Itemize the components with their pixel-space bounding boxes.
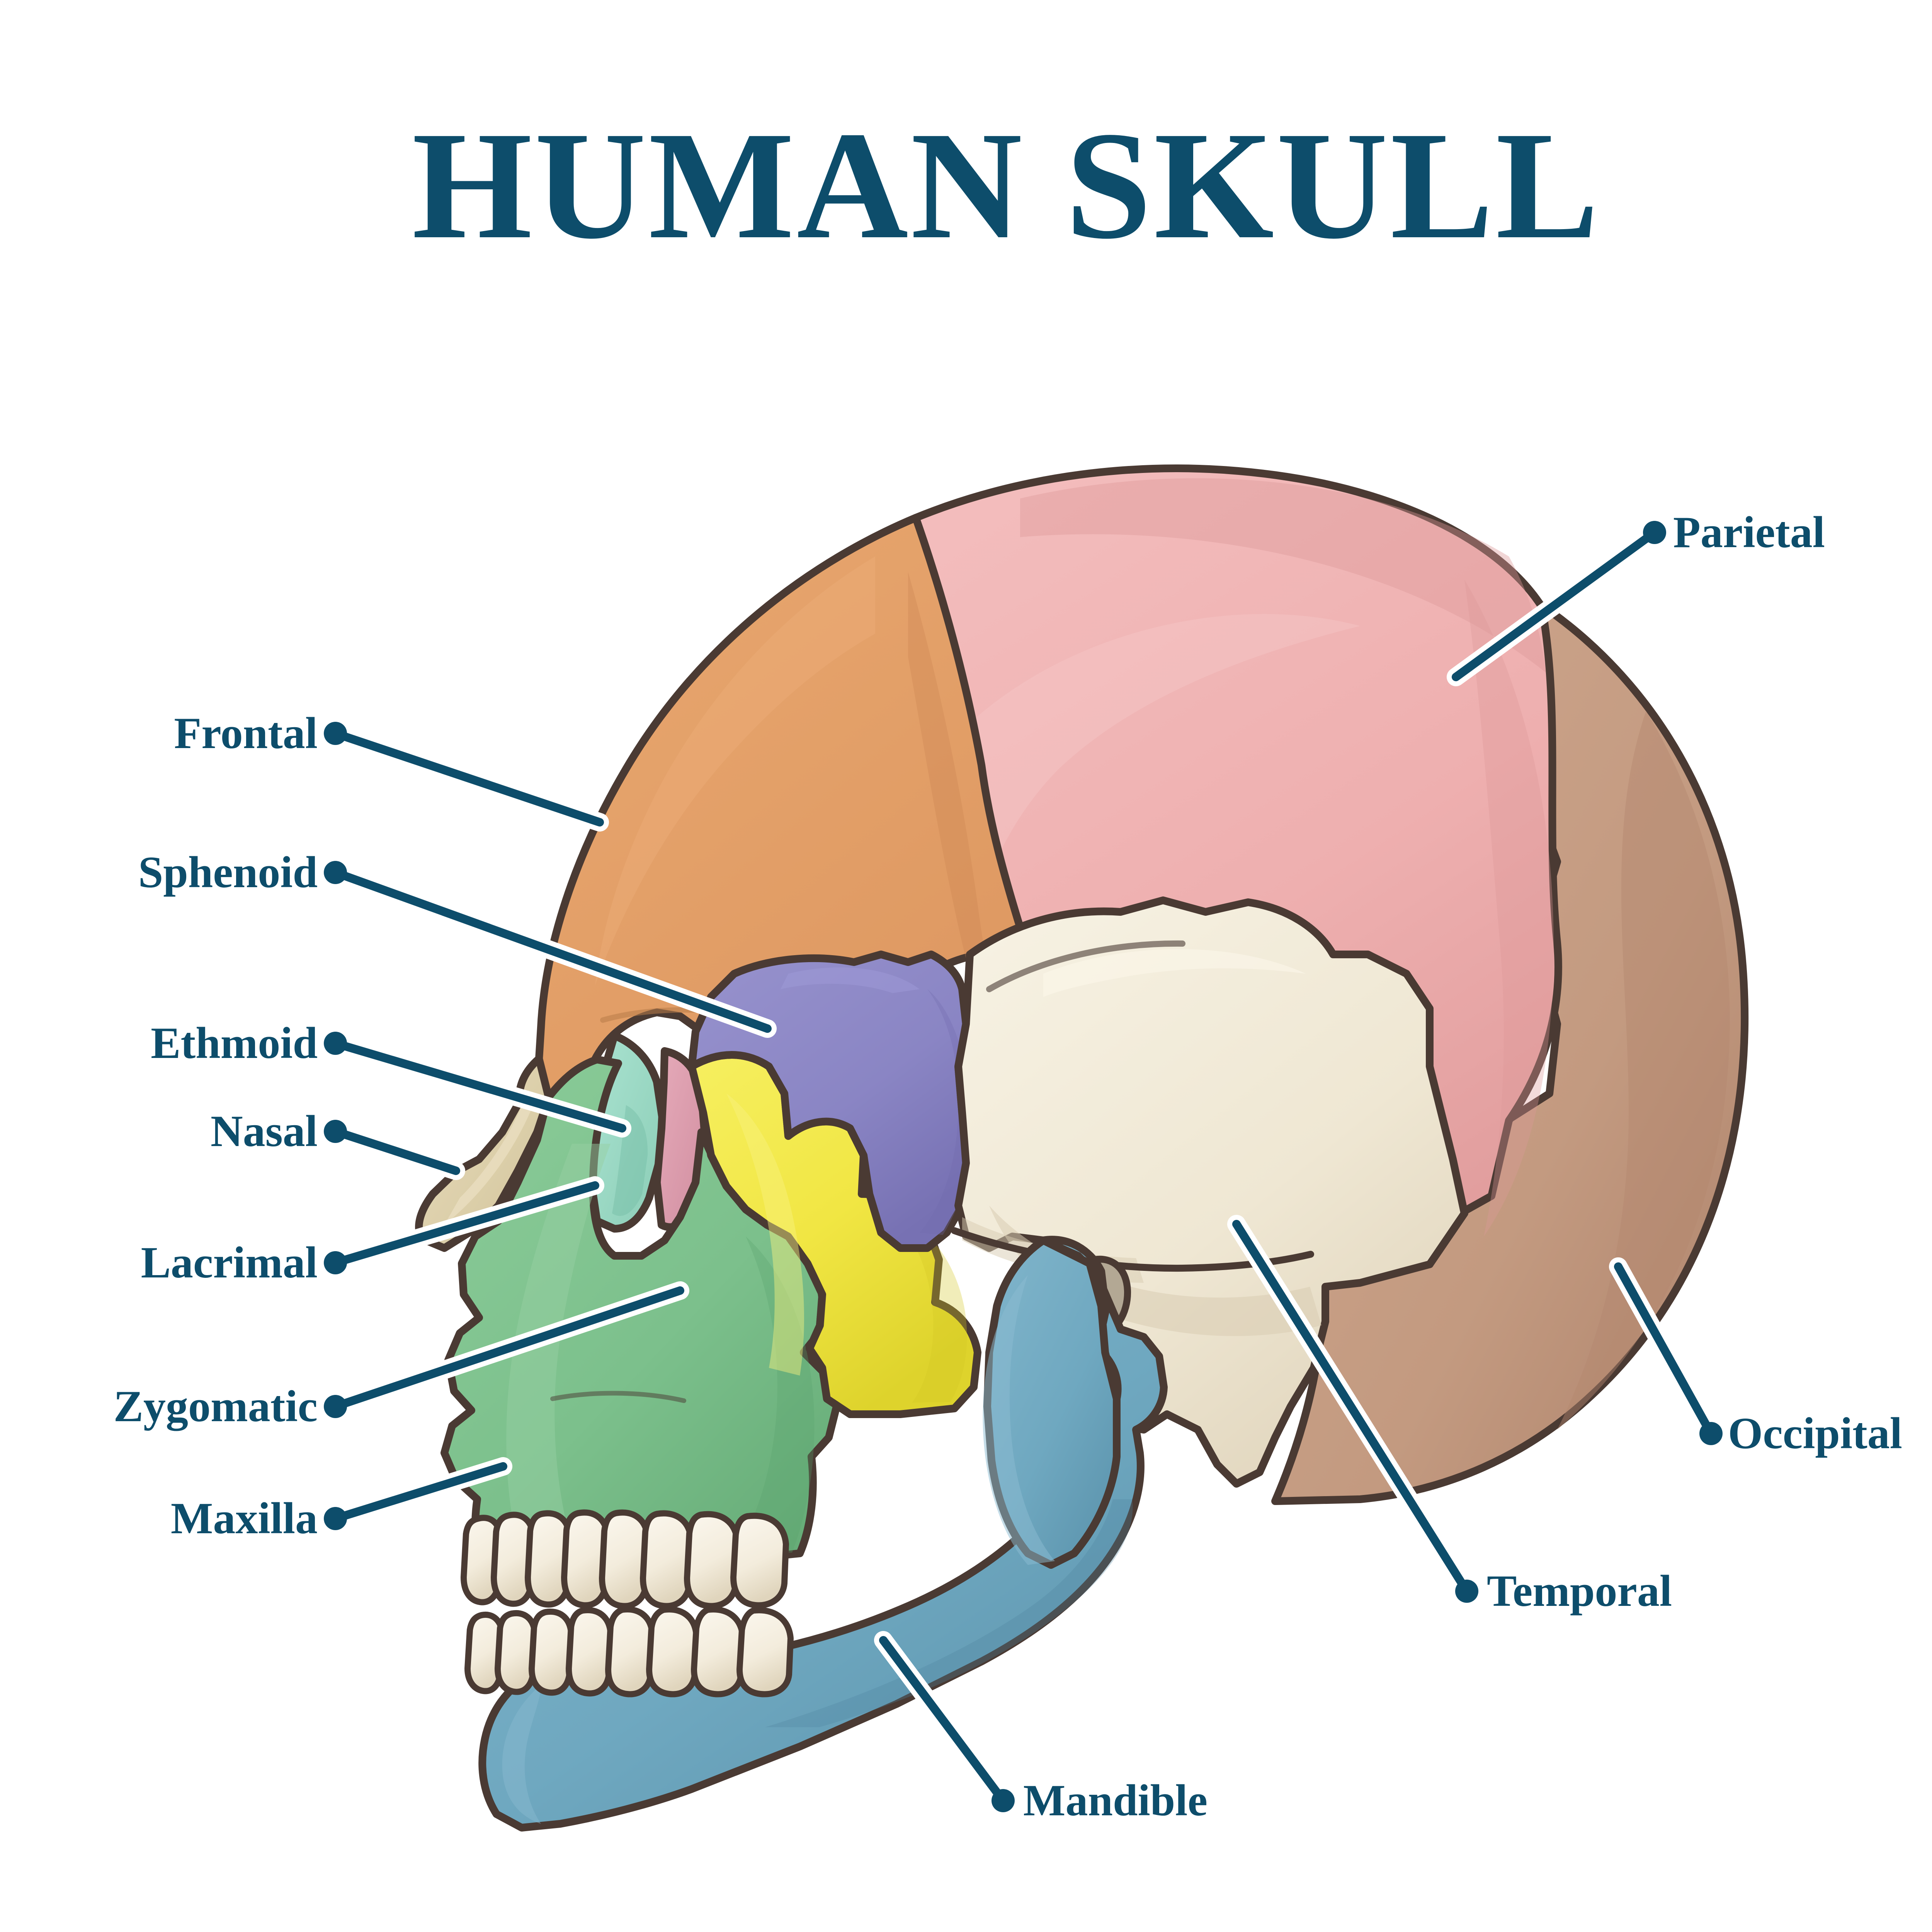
leader-line-maxilla — [331, 1462, 507, 1523]
label-occipital[interactable]: Occipital — [1728, 1409, 1903, 1458]
sphenoid-highlight — [781, 967, 920, 993]
label-zygomatic[interactable]: Zygomatic — [113, 1382, 318, 1431]
tooth-lower — [495, 1610, 538, 1695]
leader-line-zygomatic — [331, 1286, 684, 1411]
mandible-shade — [765, 1499, 1133, 1727]
label-nasal[interactable]: Nasal — [210, 1107, 318, 1156]
tooth-lower — [646, 1606, 699, 1697]
label-parietal[interactable]: Parietal — [1673, 508, 1825, 557]
label-mandible[interactable]: Mandible — [1023, 1776, 1208, 1825]
leader-line-lacrimal — [331, 1181, 599, 1267]
leader-dot-lacrimal — [324, 1251, 347, 1274]
label-maxilla[interactable]: Maxilla — [170, 1494, 318, 1543]
leader-dot-maxilla — [324, 1507, 347, 1530]
mandible-body-highlight — [502, 1685, 541, 1824]
leader-line-nasal — [331, 1127, 460, 1175]
leader-line-temporal — [1232, 1220, 1471, 1595]
label-frontal[interactable]: Frontal — [174, 709, 318, 758]
leader-dot-mandible — [992, 1789, 1015, 1812]
leader-dot-sphenoid — [324, 861, 347, 884]
parietal-shading-top — [1020, 478, 1546, 672]
maxilla-shade — [734, 1236, 815, 1553]
leader-line-frontal — [331, 729, 604, 827]
frontal-shade — [908, 572, 1036, 1140]
mandible-highlight — [983, 1275, 1055, 1565]
leader-line-mandible — [879, 1636, 1007, 1805]
zygomatic-highlight — [726, 1094, 804, 1376]
leader-dot-ethmoid — [324, 1032, 347, 1055]
parietal-shading-right — [1464, 580, 1554, 1236]
leader-dot-zygomatic — [324, 1395, 347, 1418]
leader-dot-temporal — [1455, 1580, 1478, 1603]
temporal-highlight — [1043, 949, 1306, 997]
leader-lines-group — [324, 521, 1723, 1812]
ethmoid-shading — [612, 1105, 648, 1216]
occipital-shading — [1557, 711, 1730, 1430]
frontal-highlight — [595, 556, 875, 985]
leader-line-sphenoid — [331, 868, 772, 1033]
label-lacrimal[interactable]: Lacrimal — [141, 1238, 318, 1287]
leader-line-ethmoid — [331, 1039, 626, 1133]
tooth-lower — [605, 1606, 655, 1697]
tooth-upper — [599, 1509, 651, 1609]
label-temporal[interactable]: Temporal — [1487, 1566, 1672, 1616]
label-ethmoid[interactable]: Ethmoid — [151, 1019, 318, 1068]
tooth-lower — [529, 1609, 574, 1696]
tooth-lower — [566, 1607, 614, 1697]
maxilla-highlight — [506, 1144, 611, 1546]
leader-dot-parietal — [1643, 521, 1666, 544]
maxilla-detail-1 — [550, 1391, 686, 1403]
tooth-upper — [640, 1510, 694, 1609]
nasal-highlight — [444, 1090, 533, 1225]
leader-dot-nasal — [324, 1120, 347, 1143]
leader-line-parietal — [1452, 528, 1659, 681]
leader-dot-occipital — [1699, 1422, 1723, 1445]
parietal-highlight — [951, 614, 1360, 947]
leader-dots-group — [324, 521, 1723, 1812]
leader-dot-frontal — [324, 722, 347, 745]
zygomatic-shade — [889, 1209, 967, 1403]
tooth-upper — [491, 1512, 536, 1607]
tooth-upper — [561, 1509, 611, 1609]
teeth-group — [461, 1509, 794, 1697]
page-title: HUMAN SKULL — [412, 100, 1601, 271]
temporal-squamous-suture — [986, 940, 1185, 992]
tooth-lower — [736, 1607, 794, 1697]
tooth-lower — [691, 1606, 746, 1697]
label-sphenoid[interactable]: Sphenoid — [138, 848, 318, 897]
tooth-upper — [684, 1511, 740, 1609]
leader-line-occipital — [1614, 1262, 1715, 1438]
tooth-upper — [730, 1512, 789, 1609]
temporal-shade-lower — [989, 1206, 1321, 1336]
